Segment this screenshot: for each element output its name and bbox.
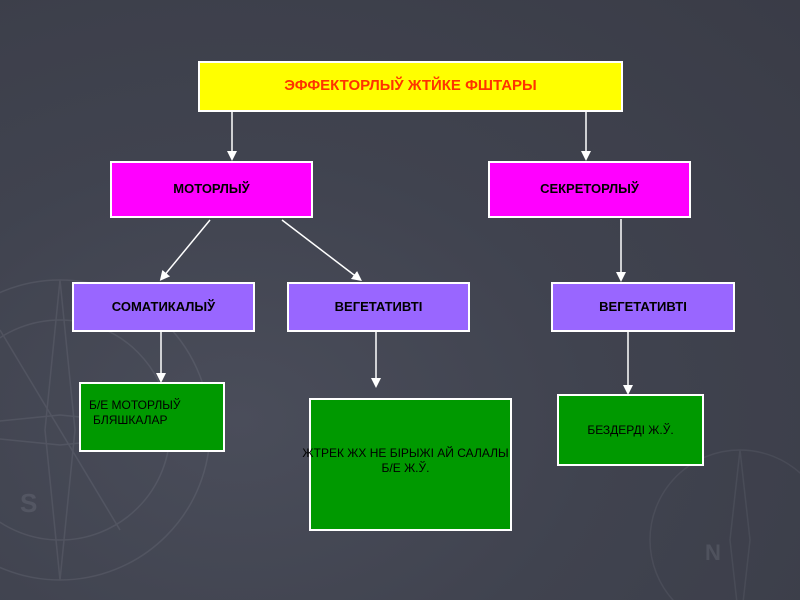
motor-label: МОТОРЛЫЎ xyxy=(173,181,250,197)
diagram-title-box: ЭФФЕКТОРЛЫЎ ЖТЙКЕ ФШТАРЫ xyxy=(198,61,623,112)
glands-box: БЕЗДЕРДІ Ж.Ў. xyxy=(557,394,704,466)
diagram-title: ЭФФЕКТОРЛЫЎ ЖТЙКЕ ФШТАРЫ xyxy=(284,77,537,95)
vegetative-secretory-label: ВЕГЕТАТИВТІ xyxy=(599,298,687,314)
vegetative-motor-label: ВЕГЕТАТИВТІ xyxy=(334,298,423,314)
motor-plaques-box: Б/Е МОТОРЛЫЎ БЛЯШКАЛАР xyxy=(79,382,225,452)
glands-label: БЕЗДЕРДІ Ж.Ў. xyxy=(587,422,674,437)
secretory-label: СЕКРЕТОРЛЫЎ xyxy=(540,181,639,197)
heart-smooth-muscle-label: ЖТРЕК ЖХ НЕ БІРЫЖІ АЙ САЛАЛЫ Б/Е Ж.Ў. xyxy=(302,445,509,475)
heart-smooth-muscle-box: ЖТРЕК ЖХ НЕ БІРЫЖІ АЙ САЛАЛЫ Б/Е Ж.Ў. xyxy=(302,398,512,531)
somatic-box: СОМАТИКАЛЫЎ xyxy=(72,282,255,332)
secretory-effectors-box: СЕКРЕТОРЛЫЎ xyxy=(488,161,691,218)
motor-plaques-line1: Б/Е МОТОРЛЫЎ xyxy=(89,398,181,412)
somatic-label: СОМАТИКАЛЫЎ xyxy=(111,298,216,314)
vegetative-motor-box: ВЕГЕТАТИВТІ xyxy=(287,282,470,332)
svg-text:N: N xyxy=(705,540,721,565)
svg-text:S: S xyxy=(20,488,37,518)
vegetative-secretory-box: ВЕГЕТАТИВТІ xyxy=(551,282,735,332)
motor-effectors-box: МОТОРЛЫЎ xyxy=(110,161,313,218)
motor-plaques-line2: БЛЯШКАЛАР xyxy=(93,413,168,427)
